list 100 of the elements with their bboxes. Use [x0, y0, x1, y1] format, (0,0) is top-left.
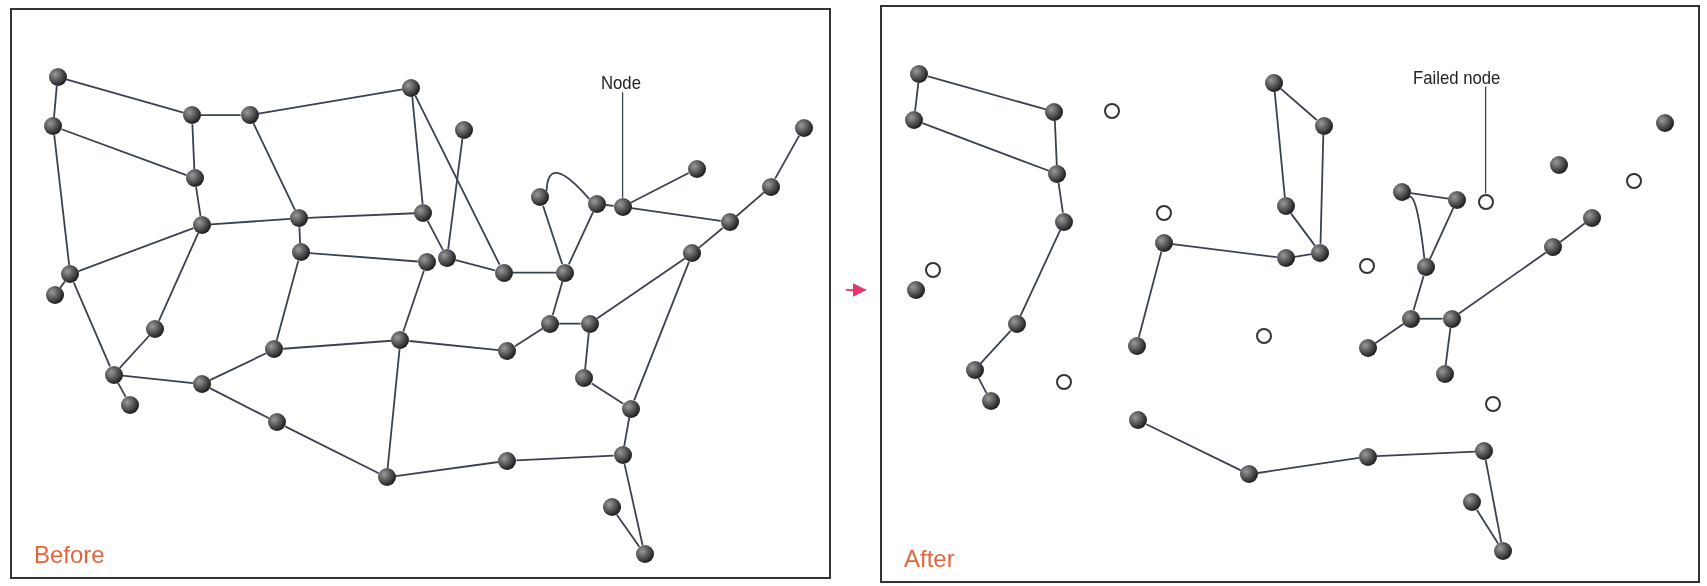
filled-dot: [1493, 542, 1512, 561]
filled-dot: [720, 213, 739, 232]
hollow-circle: [1055, 373, 1072, 390]
filled-dot: [1314, 116, 1333, 135]
filled-dot: [391, 331, 410, 350]
network-link: [209, 387, 270, 420]
filled-dot: [1402, 309, 1421, 328]
network-link: [979, 329, 1012, 365]
network-link: [53, 84, 58, 119]
network-link: [65, 78, 185, 114]
filled-dot: [268, 413, 286, 432]
network-link: [414, 94, 501, 266]
network-link: [1559, 222, 1586, 243]
network-link: [735, 191, 765, 218]
network-link: [426, 219, 444, 251]
network-link: [1273, 90, 1286, 199]
filled-dot: [683, 244, 702, 263]
filled-dot: [454, 121, 473, 139]
network-link: [630, 207, 722, 222]
filled-dot: [1417, 258, 1436, 277]
network-link: [1293, 253, 1313, 258]
network-link: [1476, 509, 1499, 545]
network-link: [567, 211, 594, 266]
arrow: [844, 283, 867, 297]
network-link: [914, 82, 920, 112]
network-link: [1057, 181, 1064, 214]
network-link: [774, 134, 801, 180]
filled-dot: [1048, 164, 1067, 183]
filled-dot: [498, 342, 517, 361]
filled-dot: [402, 78, 421, 97]
filled-dot: [906, 281, 925, 300]
network-link: [1279, 87, 1318, 121]
network-link: [1257, 456, 1360, 474]
hollow-circle: [1155, 205, 1172, 222]
filled-dot: [192, 374, 211, 393]
network-link: [1429, 207, 1455, 261]
filled-dot: [905, 110, 923, 129]
network-link: [623, 463, 644, 547]
filled-dot: [1358, 339, 1377, 358]
filled-dot: [587, 195, 606, 214]
hollow-circle: [1625, 172, 1642, 189]
network-link: [604, 204, 615, 207]
filled-dot: [291, 243, 310, 262]
network-link: [1484, 459, 1503, 544]
network-link: [511, 271, 557, 274]
network-link: [1145, 423, 1242, 472]
diagram-panel: [10, 8, 831, 579]
hollow-circle: [924, 262, 941, 279]
network-link: [200, 114, 242, 117]
filled-dot: [1583, 208, 1602, 227]
filled-dot: [61, 265, 80, 284]
filled-dot: [1055, 212, 1074, 231]
network-link: [629, 172, 690, 204]
network-link: [402, 269, 425, 333]
network-link: [307, 212, 416, 219]
network-link: [551, 280, 564, 316]
filled-dot: [613, 446, 632, 465]
filled-dot: [1549, 155, 1568, 174]
hollow-circle: [1256, 328, 1273, 345]
filled-dot: [438, 248, 457, 267]
network-link: [921, 122, 1050, 172]
filled-dot: [1045, 102, 1064, 121]
network-link: [158, 232, 200, 322]
filled-dot: [1264, 73, 1283, 92]
network-link: [1374, 322, 1405, 345]
network-link: [1171, 243, 1278, 259]
filled-dot: [48, 67, 67, 86]
filled-dot: [377, 468, 396, 487]
network-link: [411, 95, 424, 205]
callout-label: Failed node: [1412, 66, 1501, 89]
network-link: [615, 513, 641, 548]
filled-dot: [1311, 243, 1330, 262]
network-link: [545, 172, 591, 200]
filled-dot: [541, 314, 560, 333]
network-link: [257, 88, 404, 115]
network-link: [977, 377, 988, 395]
filled-dot: [1129, 411, 1148, 430]
network-link: [447, 138, 464, 250]
network-link: [408, 340, 500, 352]
network-link: [308, 252, 419, 263]
filled-dot: [1544, 238, 1563, 257]
network-link: [77, 227, 195, 272]
panel-caption: After: [904, 545, 955, 573]
filled-dot: [146, 320, 165, 339]
filled-dot: [498, 451, 517, 470]
network-link: [1375, 450, 1476, 457]
network-link: [282, 339, 393, 350]
filled-dot: [414, 203, 433, 222]
filled-dot: [575, 369, 594, 388]
filled-dot: [265, 340, 284, 359]
network-link: [1138, 250, 1163, 338]
network-link: [1054, 119, 1058, 166]
filled-dot: [240, 106, 259, 125]
network-link: [252, 122, 296, 212]
filled-dot: [183, 106, 201, 125]
network-link: [1458, 251, 1547, 315]
filled-dot: [1463, 493, 1482, 512]
filled-dot: [531, 188, 550, 207]
network-link: [284, 425, 380, 475]
network-link: [1412, 275, 1425, 311]
